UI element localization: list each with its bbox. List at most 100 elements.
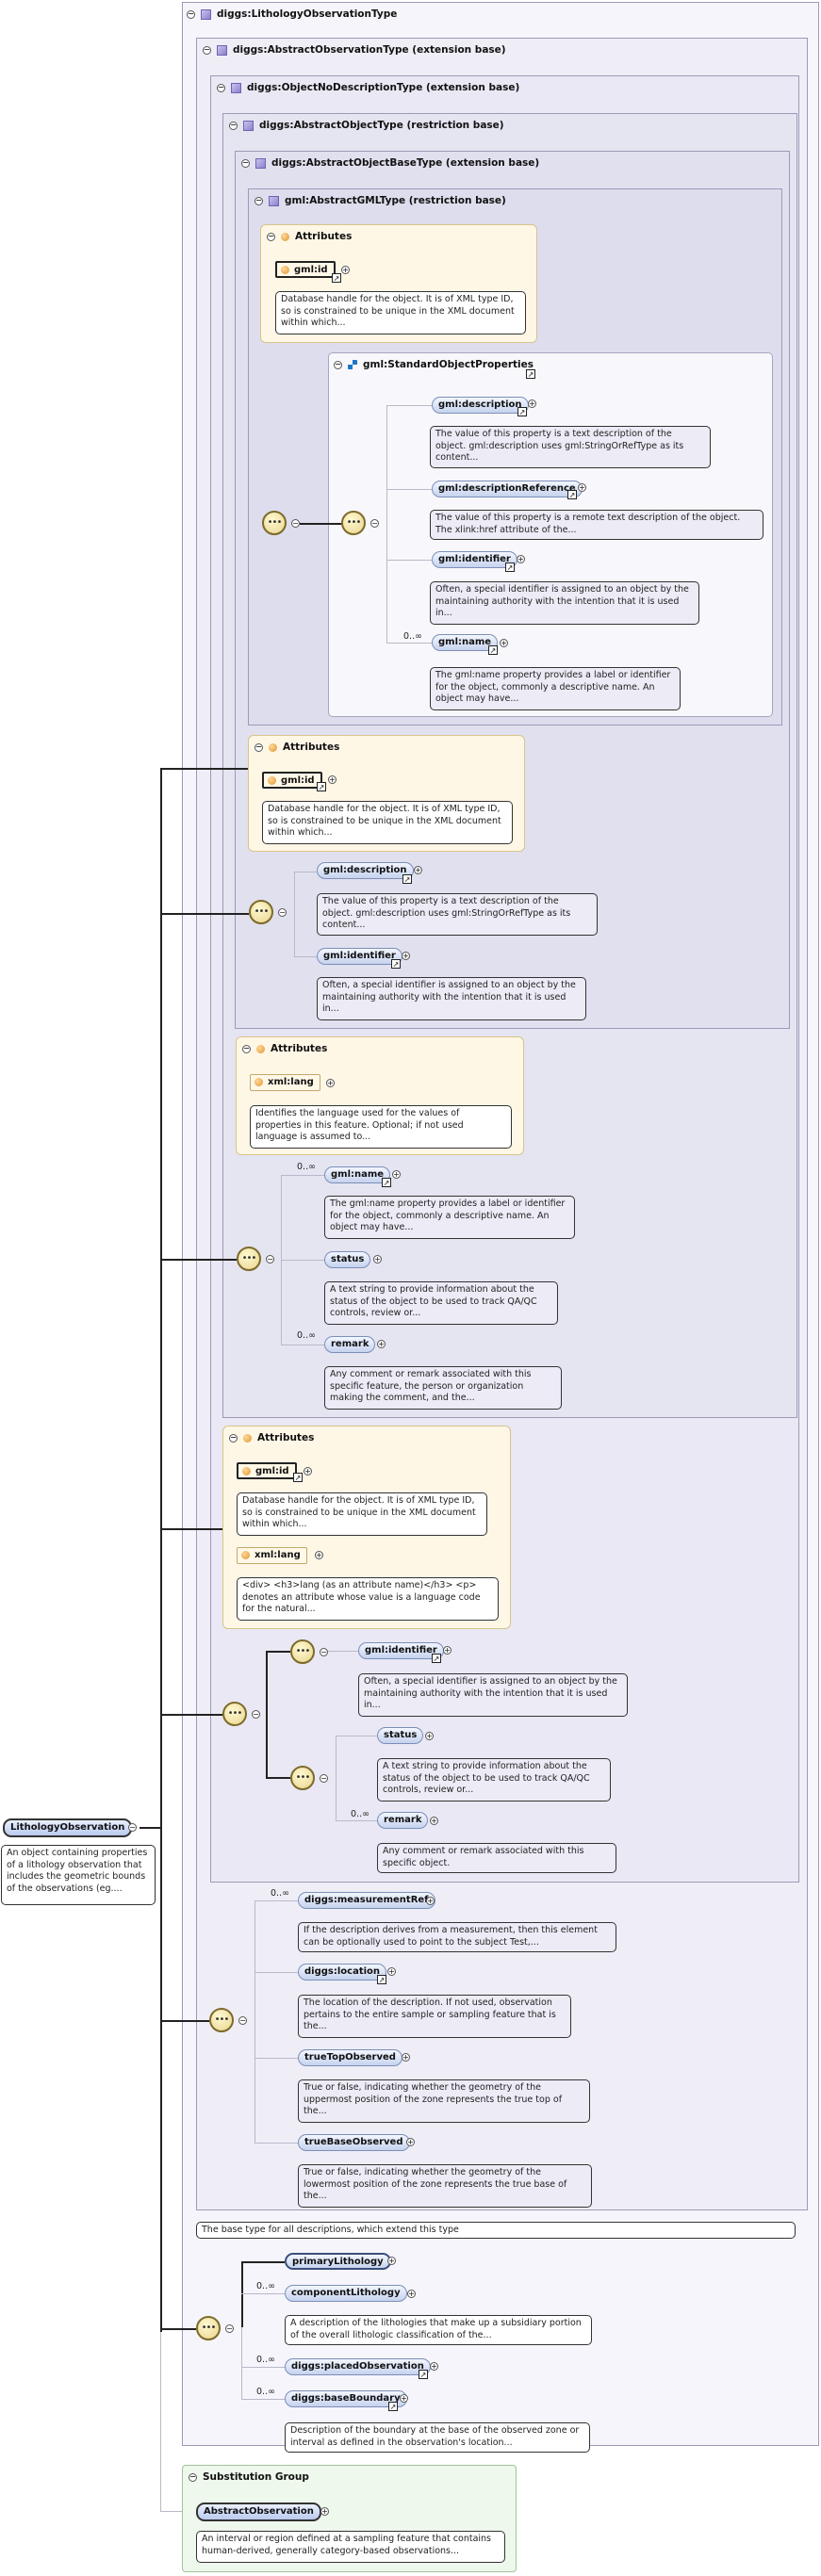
expand-plus-icon[interactable]: + [328, 775, 337, 784]
reference-link-icon[interactable] [391, 959, 401, 969]
reference-link-icon[interactable] [293, 1473, 303, 1482]
expand-plus-icon[interactable]: + [426, 1897, 435, 1905]
collapse-toggle[interactable] [267, 232, 275, 241]
element-gml-description[interactable]: gml:description [317, 862, 414, 879]
element-status[interactable]: status [324, 1251, 371, 1268]
expand-plus-icon[interactable]: + [402, 2053, 410, 2062]
collapse-toggle[interactable]: − [266, 1255, 274, 1264]
element-gml-identifier[interactable]: gml:identifier [432, 551, 517, 568]
collapse-toggle[interactable] [241, 158, 250, 168]
collapse-toggle[interactable] [229, 1433, 238, 1443]
element-diggs-measurement-ref[interactable]: diggs:measurementRef [298, 1892, 435, 1909]
reference-link-icon[interactable] [488, 645, 498, 655]
description-box: Identifies the language used for the val… [250, 1105, 512, 1149]
collapse-toggle[interactable] [255, 196, 263, 205]
reference-link-icon[interactable] [432, 1654, 441, 1663]
element-diggs-location[interactable]: diggs:location [298, 1964, 387, 1981]
reference-link-icon[interactable] [505, 562, 515, 572]
collapse-toggle[interactable] [255, 742, 263, 752]
collapse-toggle[interactable] [203, 45, 211, 55]
connector-line [281, 1260, 324, 1261]
element-true-base-observed[interactable]: trueBaseObserved [298, 2134, 410, 2151]
expand-plus-icon[interactable]: + [320, 2507, 329, 2516]
expand-plus-icon[interactable]: + [578, 483, 586, 492]
element-gml-name[interactable]: gml:name [324, 1166, 391, 1183]
element-diggs-placed-observation[interactable]: diggs:placedObservation [285, 2358, 431, 2375]
expand-plus-icon[interactable]: + [387, 1967, 396, 1976]
expand-plus-icon[interactable]: + [341, 266, 350, 274]
collapse-toggle[interactable] [189, 2472, 197, 2482]
reference-link-icon[interactable] [317, 782, 326, 791]
expand-plus-icon[interactable]: + [430, 2362, 438, 2371]
type-label: diggs:AbstractObjectBaseType (extension … [271, 157, 540, 169]
collapse-toggle[interactable]: − [291, 519, 300, 528]
element-abstract-observation[interactable]: AbstractObservation [196, 2503, 321, 2521]
element-gml-name[interactable]: gml:name [432, 634, 499, 651]
expand-plus-icon[interactable]: + [443, 1646, 452, 1655]
element-remark[interactable]: remark [324, 1336, 376, 1353]
expand-plus-icon[interactable]: + [414, 866, 422, 874]
type-label: diggs:AbstractObservationType (extension… [233, 44, 506, 56]
element-gml-description-reference[interactable]: gml:descriptionReference [432, 481, 583, 497]
expand-plus-icon[interactable]: + [402, 952, 410, 960]
collapse-toggle[interactable]: − [320, 1648, 328, 1656]
element-status[interactable]: status [377, 1727, 424, 1744]
attribute-gml-id[interactable]: gml:id [262, 772, 322, 789]
element-gml-identifier[interactable]: gml:identifier [358, 1642, 444, 1659]
substitution-group-label: Substitution Group [203, 2471, 309, 2483]
reference-link-icon[interactable] [419, 2370, 428, 2379]
expand-plus-icon[interactable]: + [392, 1170, 401, 1179]
collapse-toggle[interactable]: − [225, 2324, 234, 2333]
collapse-toggle[interactable] [217, 83, 225, 92]
connector-line [241, 2293, 285, 2294]
element-gml-identifier[interactable]: gml:identifier [317, 948, 402, 965]
expand-plus-icon[interactable]: + [326, 1079, 335, 1087]
expand-plus-icon[interactable]: + [400, 2394, 408, 2403]
element-remark[interactable]: remark [377, 1812, 429, 1829]
expand-plus-icon[interactable]: + [373, 1255, 382, 1264]
expand-plus-icon[interactable]: + [407, 2290, 416, 2298]
expand-plus-icon[interactable]: + [500, 639, 508, 647]
attribute-xml-lang[interactable]: xml:lang [237, 1547, 307, 1564]
reference-link-icon[interactable] [332, 273, 341, 283]
expand-plus-icon[interactable]: + [406, 2138, 415, 2146]
description-box: The value of this property is a remote t… [430, 510, 764, 540]
collapse-toggle[interactable]: − [252, 1710, 260, 1719]
expand-plus-icon[interactable]: + [430, 1817, 438, 1825]
expand-plus-icon[interactable]: + [528, 399, 536, 408]
expand-plus-icon[interactable]: + [387, 2257, 396, 2265]
expand-plus-icon[interactable]: + [377, 1340, 386, 1348]
collapse-toggle[interactable] [229, 121, 238, 130]
expand-plus-icon[interactable]: + [517, 555, 525, 563]
reference-link-icon[interactable] [402, 874, 412, 884]
attribute-gml-id[interactable]: gml:id [275, 261, 336, 278]
description-box: Often, a special identifier is assigned … [317, 977, 586, 1020]
expand-plus-icon[interactable]: + [425, 1732, 434, 1740]
group-label: gml:StandardObjectProperties [363, 359, 534, 370]
collapse-toggle[interactable]: − [320, 1774, 328, 1783]
attributes-label: Attributes [283, 742, 340, 753]
element-component-lithology[interactable]: componentLithology [285, 2285, 407, 2302]
element-primary-lithology[interactable]: primaryLithology [285, 2253, 391, 2270]
collapse-toggle[interactable] [334, 360, 342, 369]
expand-plus-icon[interactable]: + [304, 1467, 312, 1475]
reference-link-icon[interactable] [377, 1975, 386, 1984]
attribute-xml-lang[interactable]: xml:lang [250, 1074, 320, 1091]
reference-link-icon[interactable] [526, 369, 535, 379]
reference-link-icon[interactable] [388, 2402, 398, 2411]
collapse-toggle[interactable] [187, 9, 195, 19]
collapse-toggle[interactable] [242, 1044, 251, 1053]
reference-link-icon[interactable] [382, 1178, 391, 1187]
reference-link-icon[interactable] [517, 407, 527, 416]
root-element-lithology-observation[interactable]: LithologyObservation [3, 1818, 133, 1837]
collapse-toggle[interactable]: − [278, 908, 287, 917]
element-true-top-observed[interactable]: trueTopObserved [298, 2049, 402, 2066]
reference-link-icon[interactable] [567, 490, 577, 499]
collapse-toggle[interactable]: − [128, 1823, 137, 1832]
collapse-toggle[interactable]: − [238, 2016, 247, 2025]
attribute-gml-id[interactable]: gml:id [237, 1462, 297, 1479]
expand-plus-icon[interactable]: + [315, 1551, 323, 1559]
element-gml-description[interactable]: gml:description [432, 397, 529, 414]
collapse-toggle[interactable]: − [370, 519, 379, 528]
connector-line [160, 768, 248, 770]
